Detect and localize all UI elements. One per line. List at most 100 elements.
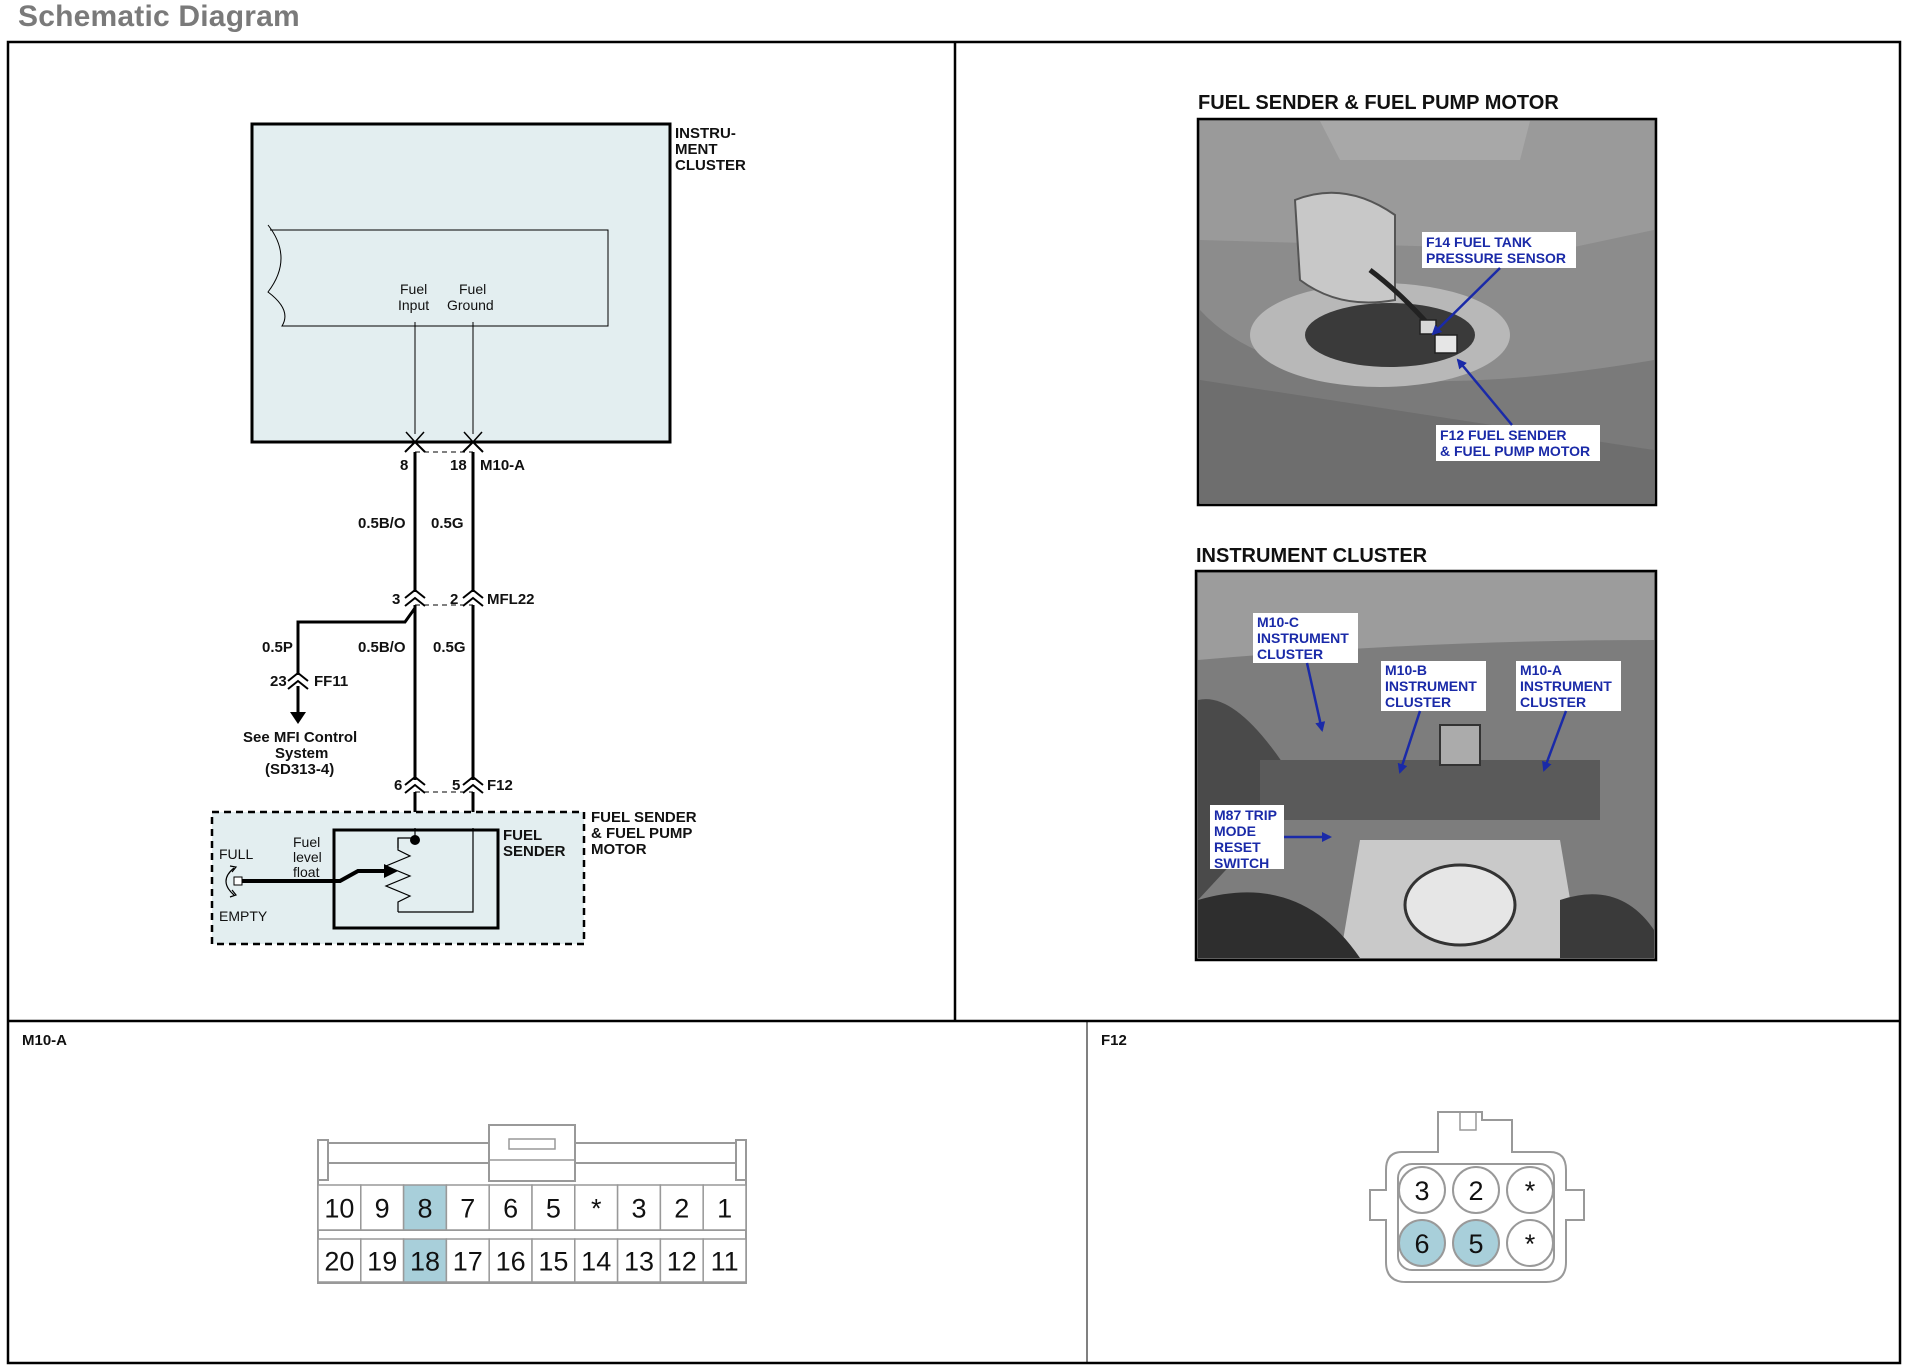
m10a-pin-cell-11 (702, 1238, 747, 1283)
m10a-pin-label-6: 6 (503, 1194, 518, 1224)
m10b-callout-line-3: CLUSTER (1385, 694, 1451, 710)
m87-callout-line-4: SWITCH (1214, 855, 1269, 871)
m10a-pin-cell-16 (488, 1238, 533, 1283)
f12-pin-left: 6 (394, 777, 402, 794)
f12-pin-label-1-3: * (1525, 1176, 1536, 1206)
f12-pin-label-2-3: * (1525, 1229, 1536, 1259)
f12-pin-label-1-2: 2 (1468, 1176, 1483, 1206)
m10a-callout-line-1: M10-A (1520, 662, 1562, 678)
m10a-pin-cell-7 (445, 1184, 490, 1231)
m10a-pin-label-5: 5 (546, 1194, 561, 1224)
fuel-ground-label-1: Fuel (459, 281, 486, 297)
f12-pin-right: 5 (452, 777, 460, 794)
f12-pin-label-1-1: 3 (1414, 1176, 1429, 1206)
m10a-pin-cell-19 (360, 1238, 405, 1283)
m10a-pin-cell-9 (360, 1184, 405, 1231)
m10a-pin-label-17: 17 (453, 1247, 483, 1277)
m10a-pin-cell-5 (531, 1184, 576, 1231)
f12-pin-cell-1-3 (1506, 1166, 1554, 1214)
m10a-pin-label-18: 18 (410, 1247, 440, 1277)
m10b-callout-line-2: INSTRUMENT (1385, 678, 1477, 694)
m10a-callout-line-2: INSTRUMENT (1520, 678, 1612, 694)
ff11-pin: 23 (270, 673, 287, 690)
f12-callout-line-1: F12 FUEL SENDER (1440, 427, 1567, 443)
instrument-cluster-label-3: CLUSTER (675, 157, 746, 174)
panel-frames (6, 40, 1902, 1365)
m10a-pin-cell-1 (702, 1184, 747, 1231)
m10a-pin-cell-15 (531, 1238, 576, 1283)
m10a-pin-label-2: 2 (674, 1194, 689, 1224)
float-label-3: float (293, 864, 320, 880)
fuel-input-label-2: Input (398, 297, 429, 313)
mfl22-connector-symbol (404, 588, 484, 607)
f12-pin-grid: 3 2 * 6 5 * (1398, 1166, 1554, 1267)
mfl22-connector-name: MFL22 (487, 591, 535, 608)
m10a-pin-label-20: 20 (324, 1247, 354, 1277)
m10a-pin-label-13: 13 (624, 1247, 654, 1277)
m10a-pin-label-19: 19 (367, 1247, 397, 1277)
m87-callout-line-3: RESET (1214, 839, 1261, 855)
ff11-connector-symbol (287, 671, 309, 690)
fuel-sender-pump-label-2: & FUEL PUMP (591, 825, 692, 842)
fuel-sender-photo (1196, 117, 1658, 507)
wire-mid-left-label: 0.5B/O (358, 639, 406, 656)
fuel-sender-pump-label-1: FUEL SENDER (591, 809, 697, 826)
wire-p-label: 0.5P (262, 639, 293, 656)
full-label: FULL (219, 846, 253, 862)
wire-mid-right-label: 0.5G (433, 639, 466, 656)
f12-pin-cell-1-1 (1398, 1166, 1446, 1214)
instrument-cluster-module (250, 122, 672, 444)
fuel-input-label-1: Fuel (400, 281, 427, 297)
m10a-pin-label-3: 3 (631, 1194, 646, 1224)
schematic: INSTRU- MENT CLUSTER Fuel Input Fuel Gro… (210, 122, 746, 946)
m10a-pin-right: 18 (450, 457, 467, 474)
m10a-pin-label-12: 12 (667, 1247, 697, 1277)
wire-top-left-label: 0.5B/O (358, 515, 406, 532)
m10a-pin-label-10: 10 (324, 1194, 354, 1224)
m10a-pin-cell-6 (488, 1184, 533, 1231)
f14-callout-line-2: PRESSURE SENSOR (1426, 250, 1566, 266)
f12-pin-cell-2-1 (1398, 1219, 1446, 1267)
see-mfi-line-1: See MFI Control (243, 729, 357, 746)
f12-pin-label-2-1: 6 (1414, 1229, 1429, 1259)
m10a-pin-cell-18 (402, 1238, 448, 1283)
f12-connector-view-title: F12 (1101, 1032, 1127, 1049)
m87-callout-line-1: M87 TRIP (1214, 807, 1277, 823)
f12-pin-label-2-2: 5 (1468, 1229, 1483, 1259)
fuel-sender-label-2: SENDER (503, 843, 566, 860)
m10c-callout-line-3: CLUSTER (1257, 646, 1323, 662)
ff11-connector-name: FF11 (314, 673, 348, 690)
m10a-pin-cell-14 (574, 1238, 619, 1283)
f12-connector-name: F12 (487, 777, 513, 794)
fuel-sender-label-1: FUEL (503, 827, 542, 844)
m10a-connector-name: M10-A (480, 457, 525, 474)
m10a-pin-label-15: 15 (538, 1247, 568, 1277)
m10a-connector-view-title: M10-A (22, 1032, 67, 1049)
fuel-sender-pump-label-3: MOTOR (591, 841, 647, 858)
m10a-callout-line-3: CLUSTER (1520, 694, 1586, 710)
m10c-callout-line-2: INSTRUMENT (1257, 630, 1349, 646)
m10a-pin-label-14: 14 (581, 1247, 611, 1277)
m10a-pin-left: 8 (400, 457, 408, 474)
page-title: Schematic Diagram (18, 0, 300, 33)
fuel-sender-module (210, 810, 586, 946)
m10a-pin-label-9: 9 (375, 1194, 390, 1224)
m10a-pin-label-*: * (591, 1194, 602, 1224)
see-mfi-line-2: System (275, 745, 328, 762)
m10a-pin-cell-8 (402, 1184, 448, 1231)
m10a-pin-label-11: 11 (711, 1247, 739, 1277)
f12-pin-cell-2-2 (1452, 1219, 1500, 1267)
f14-callout-line-1: F14 FUEL TANK (1426, 234, 1532, 250)
m10b-callout-line-1: M10-B (1385, 662, 1427, 678)
float-label-2: level (293, 849, 322, 865)
wire-top-right-label: 0.5G (431, 515, 464, 532)
instrument-cluster-label-2: MENT (675, 141, 718, 158)
f12-pin-cell-1-2 (1452, 1166, 1500, 1214)
float-label-1: Fuel (293, 834, 320, 850)
see-mfi-line-3: (SD313-4) (265, 761, 334, 778)
m10a-connector-symbol (404, 440, 484, 453)
fuel-ground-label-2: Ground (447, 297, 494, 313)
m10a-pin-label-1: 1 (717, 1194, 732, 1224)
